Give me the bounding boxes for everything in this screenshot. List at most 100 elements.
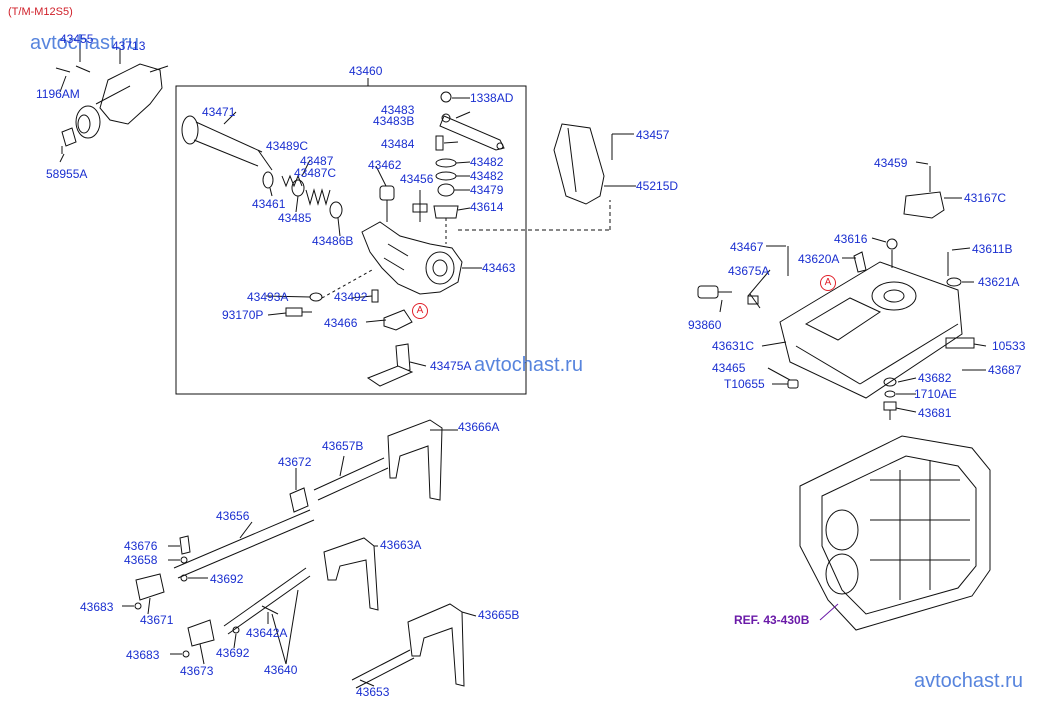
part-label-93860[interactable]: 93860 bbox=[688, 318, 722, 332]
plate-10533 bbox=[945, 337, 975, 349]
part-label-43675a[interactable]: 43675A bbox=[728, 264, 770, 278]
rail-43657b bbox=[313, 457, 389, 501]
block-43673 bbox=[187, 619, 215, 647]
bushing-43479 bbox=[437, 183, 455, 197]
part-label-43460[interactable]: 43460 bbox=[349, 64, 383, 78]
part-label-43621a[interactable]: 43621A bbox=[978, 275, 1020, 289]
part-label-43657b[interactable]: 43657B bbox=[322, 439, 364, 453]
part-label-43640[interactable]: 43640 bbox=[264, 663, 298, 677]
part-label-43459[interactable]: 43459 bbox=[874, 156, 908, 170]
part-label-43614[interactable]: 43614 bbox=[470, 200, 504, 214]
bracket-45215d bbox=[553, 123, 605, 205]
part-label-43681[interactable]: 43681 bbox=[918, 406, 952, 420]
part-label-43483[interactable]: 43483 bbox=[381, 103, 415, 117]
part-label-43456[interactable]: 43456 bbox=[400, 172, 434, 186]
part-label-43475a[interactable]: 43475A bbox=[430, 359, 472, 373]
sensor-93860 bbox=[697, 285, 732, 299]
ball-43692-a bbox=[180, 574, 188, 582]
seal-43486b bbox=[329, 201, 343, 219]
block-43671 bbox=[135, 573, 165, 601]
part-label-1196am[interactable]: 1196AM bbox=[36, 87, 80, 101]
shift-cover-43631c bbox=[779, 261, 963, 399]
part-label-43466[interactable]: 43466 bbox=[324, 316, 358, 330]
fork-43663a bbox=[323, 537, 379, 611]
shift-housing-43713 bbox=[55, 63, 169, 154]
shift-shaft-43471 bbox=[181, 115, 273, 171]
part-label-43620a[interactable]: 43620A bbox=[798, 252, 840, 266]
part-label-43492[interactable]: 43492 bbox=[334, 290, 368, 304]
part-label-43683-upper[interactable]: 43683 bbox=[80, 600, 114, 614]
bracket-43167c bbox=[903, 191, 945, 219]
rail-43656 bbox=[173, 509, 315, 579]
part-label-43479[interactable]: 43479 bbox=[470, 183, 504, 197]
part-label-43482-lower[interactable]: 43482 bbox=[470, 169, 504, 183]
fork-43665b bbox=[407, 603, 465, 687]
part-label-43462[interactable]: 43462 bbox=[368, 158, 402, 172]
part-label-43483b[interactable]: 43483B bbox=[373, 114, 415, 128]
part-label-43485[interactable]: 43485 bbox=[278, 211, 312, 225]
part-label-43616[interactable]: 43616 bbox=[834, 232, 868, 246]
boot-43614 bbox=[433, 205, 459, 219]
part-label-43167c[interactable]: 43167C bbox=[964, 191, 1007, 205]
part-label-43676[interactable]: 43676 bbox=[124, 539, 158, 553]
part-label-43463[interactable]: 43463 bbox=[482, 261, 516, 275]
part-label-93170p[interactable]: 93170P bbox=[222, 308, 264, 322]
part-label-t10655[interactable]: T10655 bbox=[724, 377, 765, 391]
part-label-43672[interactable]: 43672 bbox=[278, 455, 312, 469]
part-label-43653[interactable]: 43653 bbox=[356, 685, 390, 699]
part-label-43656[interactable]: 43656 bbox=[216, 509, 250, 523]
part-label-43687[interactable]: 43687 bbox=[988, 363, 1022, 377]
part-label-43467[interactable]: 43467 bbox=[730, 240, 764, 254]
rail-43653 bbox=[351, 649, 415, 689]
part-label-43484[interactable]: 43484 bbox=[381, 137, 415, 151]
part-label-43665b[interactable]: 43665B bbox=[478, 608, 520, 622]
bolt-43683-a bbox=[134, 602, 142, 610]
part-label-43611b[interactable]: 43611B bbox=[972, 242, 1013, 256]
part-label-43482-upper[interactable]: 43482 bbox=[470, 155, 504, 169]
control-housing-43463 bbox=[361, 221, 463, 295]
part-label-43663a[interactable]: 43663A bbox=[380, 538, 422, 552]
part-label-43692-upper[interactable]: 43692 bbox=[210, 572, 244, 586]
reference-link-43-430b[interactable]: REF. 43-430B bbox=[734, 613, 810, 627]
block-43672 bbox=[289, 487, 309, 513]
spring-43676 bbox=[179, 535, 191, 555]
leader-lines bbox=[122, 97, 987, 687]
part-label-43487[interactable]: 43487 bbox=[300, 154, 334, 168]
part-label-43713[interactable]: 43713 bbox=[112, 39, 146, 53]
part-label-43642a[interactable]: 43642A bbox=[246, 626, 288, 640]
washer-43482-b bbox=[435, 171, 457, 181]
part-label-43487c[interactable]: 43487C bbox=[294, 166, 337, 180]
part-label-45215d[interactable]: 45215D bbox=[636, 179, 679, 193]
part-label-43666a[interactable]: 43666A bbox=[458, 420, 500, 434]
part-label-43671[interactable]: 43671 bbox=[140, 613, 174, 627]
part-label-43486b[interactable]: 43486B bbox=[312, 234, 354, 248]
callout-marker-a-left: A bbox=[412, 303, 428, 319]
part-label-58955a[interactable]: 58955A bbox=[46, 167, 88, 181]
lever-43483 bbox=[439, 113, 505, 151]
switch-93170p bbox=[285, 307, 312, 317]
o-ring-43493a bbox=[309, 292, 323, 302]
part-label-1710ae[interactable]: 1710AE bbox=[914, 387, 957, 401]
part-label-43692-lower[interactable]: 43692 bbox=[216, 646, 250, 660]
part-label-43471[interactable]: 43471 bbox=[202, 105, 236, 119]
bolt-43683-b bbox=[182, 650, 190, 658]
part-label-43658[interactable]: 43658 bbox=[124, 553, 158, 567]
part-label-10533[interactable]: 10533 bbox=[992, 339, 1026, 353]
part-label-43683-lower[interactable]: 43683 bbox=[126, 648, 160, 662]
part-label-43465[interactable]: 43465 bbox=[712, 361, 746, 375]
pin-43492 bbox=[371, 289, 379, 303]
part-label-43489c[interactable]: 43489C bbox=[266, 139, 309, 153]
part-label-43455[interactable]: 43455 bbox=[60, 32, 94, 46]
part-label-1338ad[interactable]: 1338AD bbox=[470, 91, 514, 105]
part-label-43682[interactable]: 43682 bbox=[918, 371, 952, 385]
callout-marker-a-right: A bbox=[820, 275, 836, 291]
assembly-43460-frame bbox=[175, 85, 527, 395]
part-label-43631c[interactable]: 43631C bbox=[712, 339, 755, 353]
part-label-43673[interactable]: 43673 bbox=[180, 664, 214, 678]
plug-43462 bbox=[379, 185, 395, 201]
part-label-43493a[interactable]: 43493A bbox=[247, 290, 289, 304]
part-label-43457[interactable]: 43457 bbox=[636, 128, 670, 142]
part-label-43461[interactable]: 43461 bbox=[252, 197, 286, 211]
